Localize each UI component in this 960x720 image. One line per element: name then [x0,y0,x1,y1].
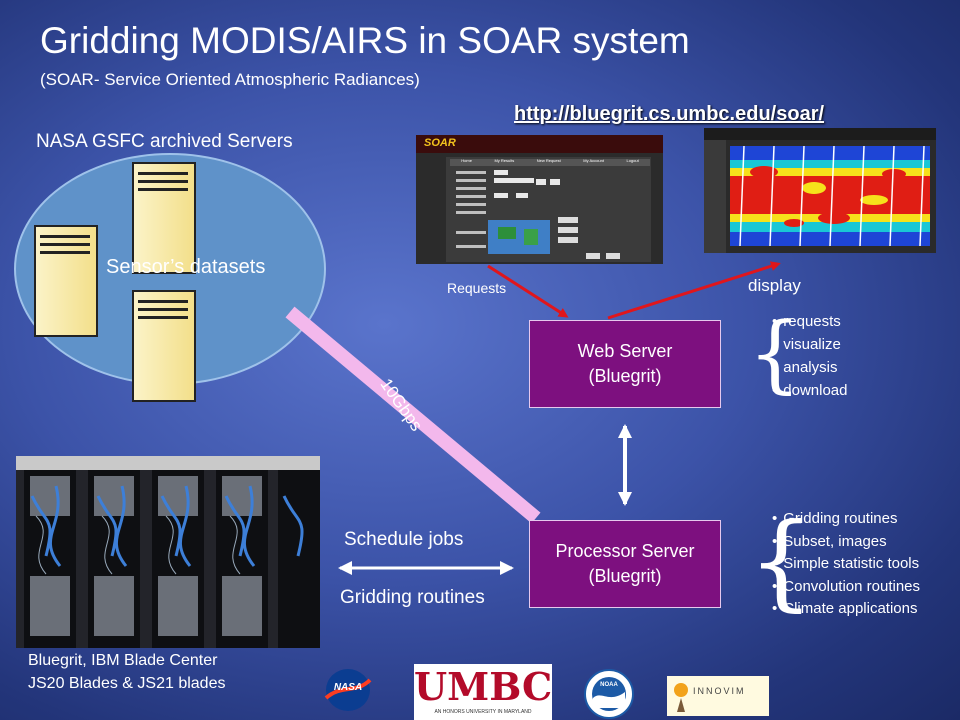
list-item: download [772,379,847,402]
screenshot-graphic [416,135,663,264]
list-item: visualize [772,333,847,356]
nav-item: My Results [494,158,515,163]
web-server-title: Web Server [577,341,673,361]
soar-web-ui-screenshot: SOAR Home My Results New Request My Acco… [416,135,663,264]
list-item: Simple statistic tools [772,553,920,576]
web-functions-list: requests visualize analysis download [772,310,847,402]
processor-functions-list: Gridding routines Subset, images Simple … [772,508,920,621]
list-item: Convolution routines [772,576,920,599]
server-tower-icon [132,162,196,274]
list-item: analysis [772,356,847,379]
schedule-jobs-label: Schedule jobs [344,529,464,550]
nav-item: Logout [626,158,639,163]
display-label: display [748,276,801,295]
umbc-logo: UMBC AN HONORS UNIVERSITY IN MARYLAND [414,664,552,720]
visualization-screenshot [704,128,936,253]
heatmap-graphic [704,128,936,253]
nav-item: My Account [583,158,604,163]
list-item: Gridding routines [772,508,920,531]
list-item: Subset, images [772,531,920,554]
display-arrow [607,261,781,320]
web-server-box: Web Server (Bluegrit) [529,320,721,408]
nav-item: Home [461,158,472,163]
gridding-routines-label: Gridding routines [340,587,485,608]
slide-title: Gridding MODIS/AIRS in SOAR system [40,20,690,61]
soar-logo-text: SOAR [424,137,456,149]
innovim-logo: INNOVIM [667,676,769,716]
processor-server-box: Processor Server (Bluegrit) [529,520,721,608]
bluegrit-label: Bluegrit, IBM Blade Center JS20 Blades &… [28,649,225,695]
nasa-logo: NASA [322,668,374,712]
archive-servers-label: NASA GSFC archived Servers [36,131,293,152]
web-server-subtitle: (Bluegrit) [588,366,662,386]
requests-label: Requests [447,280,507,296]
noaa-logo: NOAA [583,668,635,720]
list-item: Climate applications [772,598,920,621]
processor-server-subtitle: (Bluegrit) [588,566,662,586]
requests-arrow [487,264,569,318]
sensor-datasets-label: Sensor’s datasets [106,256,266,278]
link-10gbps [285,306,541,524]
nav-item: New Request [536,158,561,163]
slide-subtitle: (SOAR- Service Oriented Atmospheric Radi… [40,70,420,89]
server-tower-icon [34,225,98,337]
cluster-graphic [16,456,320,648]
processor-server-title: Processor Server [555,541,695,561]
bluegrit-label-line2: JS20 Blades & JS21 blades [28,675,226,692]
bluegrit-label-line1: Bluegrit, IBM Blade Center [28,652,218,669]
bluegrit-cluster-photo [16,456,320,648]
list-item: requests [772,310,847,333]
soar-url-link[interactable]: http://bluegrit.cs.umbc.edu/soar/ [514,103,825,125]
server-tower-icon [132,290,196,402]
